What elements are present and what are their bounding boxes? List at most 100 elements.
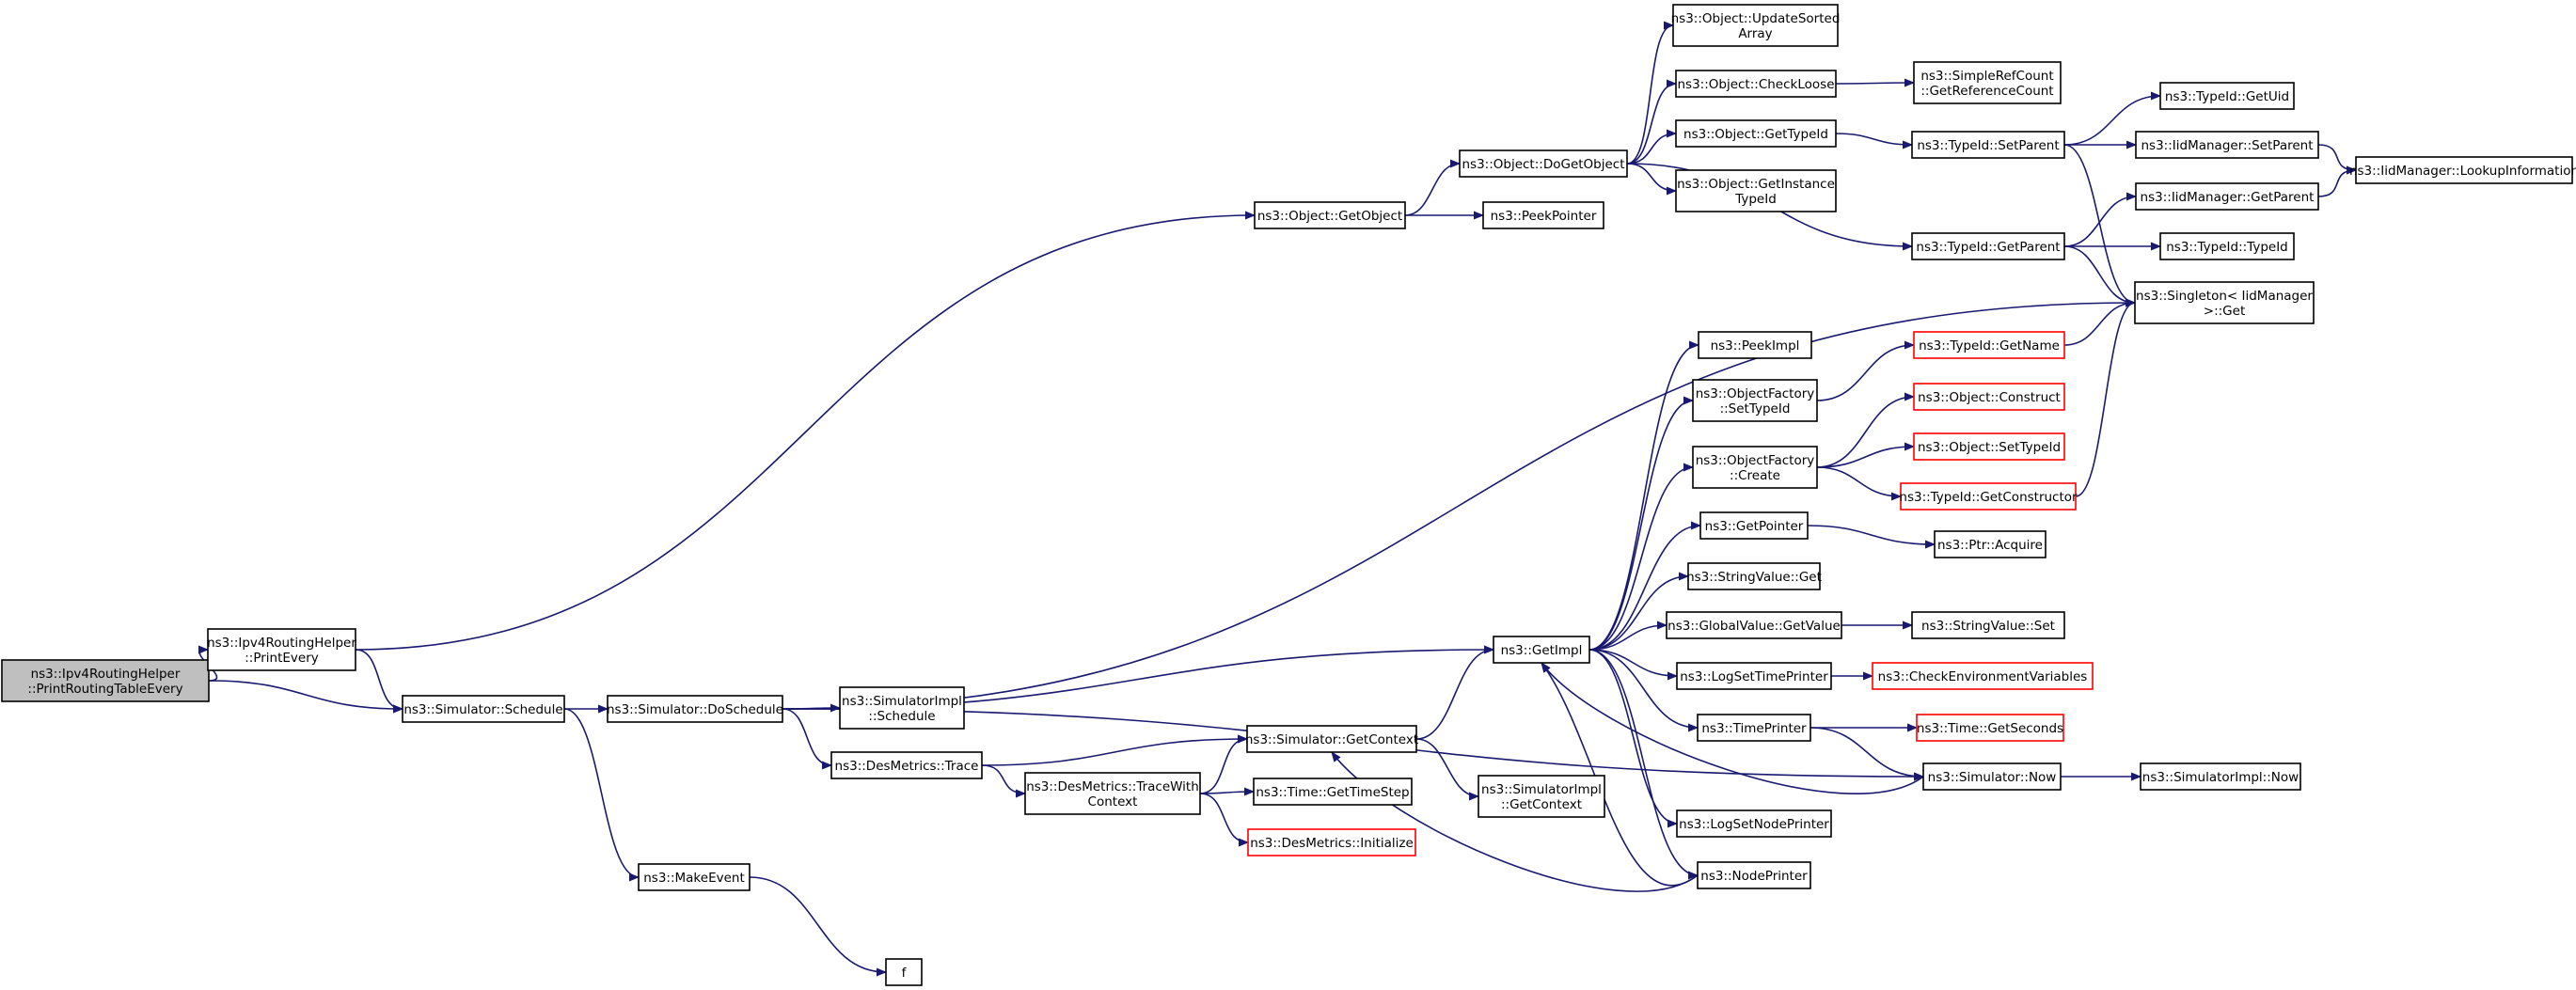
node-logSetNodePrinter[interactable]: ns3::LogSetNodePrinter — [1676, 809, 1832, 838]
node-makeEvent[interactable]: ns3::MakeEvent — [638, 863, 751, 891]
node-getObject[interactable]: ns3::Object::GetObject — [1254, 201, 1406, 229]
node-objGetTypeId[interactable]: ns3::Object::GetTypeId — [1675, 119, 1837, 148]
node-typeIdGetParent[interactable]: ns3::TypeId::GetParent — [1911, 232, 2065, 260]
node-logSetTimePrinter[interactable]: ns3::LogSetTimePrinter — [1676, 662, 1832, 690]
node-box — [1478, 775, 1605, 818]
node-f[interactable]: f — [885, 958, 923, 986]
node-box — [1900, 482, 2077, 511]
edge-printEvery-to-schedule — [355, 649, 404, 714]
node-getConstructor[interactable]: ns3::TypeId::GetConstructor — [1899, 482, 2078, 511]
node-box — [1459, 149, 1628, 178]
node-strValSet[interactable]: ns3::StringValue::Set — [1911, 611, 2065, 639]
node-typeIdSetParent[interactable]: ns3::TypeId::SetParent — [1911, 131, 2065, 159]
node-label: ns3::IidManager::GetParent — [2141, 190, 2315, 205]
node-ptrAcquire[interactable]: ns3::Ptr::Acquire — [1934, 530, 2047, 558]
node-simGetContext[interactable]: ns3::Simulator::GetContext — [1245, 725, 1418, 753]
node-label: >::Get — [2204, 304, 2245, 319]
node-box — [1676, 809, 1832, 838]
edge-line — [1415, 645, 1495, 740]
node-objConstruct[interactable]: ns3::Object::Construct — [1913, 383, 2065, 411]
node-simImplSchedule[interactable]: ns3::SimulatorImpl::Schedule — [839, 686, 965, 730]
node-box — [2135, 131, 2319, 159]
node-getUid[interactable]: ns3::TypeId::GetUid — [2159, 82, 2295, 110]
node-doSchedule[interactable]: ns3::Simulator::DoSchedule — [607, 695, 783, 723]
node-box — [1666, 611, 1842, 639]
node-strValGet[interactable]: ns3::StringValue::Get — [1686, 562, 1822, 590]
node-singletonGet[interactable]: ns3::Singleton< IidManager >::Get — [2134, 281, 2315, 324]
node-desTrace[interactable]: ns3::DesMetrics::Trace — [830, 751, 983, 779]
node-simImplGetContext[interactable]: ns3::SimulatorImpl::GetContext — [1478, 775, 1605, 818]
node-box — [607, 695, 783, 723]
node-checkEnv[interactable]: ns3::CheckEnvironmentVariables — [1872, 662, 2094, 690]
node-label: ns3::GlobalValue::GetValue — [1667, 619, 1841, 634]
node-label: ns3::SimpleRefCount — [1920, 69, 2053, 84]
node-label: ns3::TypeId::GetName — [1919, 338, 2060, 354]
node-objSetTypeId[interactable]: ns3::Object::SetTypeId — [1913, 432, 2065, 461]
node-getTimeStep[interactable]: ns3::Time::GetTimeStep — [1253, 778, 1413, 806]
node-box — [2159, 232, 2295, 260]
edge-getObject-to-doGetObject — [1404, 159, 1462, 216]
edge-typeIdGetParent-to-iidGetParent — [2063, 192, 2138, 247]
node-lookupInfo[interactable]: ns3::IidManager::LookupInformation — [2349, 156, 2576, 184]
node-label: ::Create — [1730, 468, 1780, 483]
edge-line — [1816, 466, 1903, 501]
node-label: ns3::Object::CheckLoose — [1677, 77, 1834, 92]
node-getRefCount[interactable]: ns3::SimpleRefCount::GetReferenceCount — [1913, 61, 2062, 104]
node-box — [885, 958, 923, 986]
edge-printEvery-to-getObject — [355, 211, 1256, 651]
edge-doGetObject-to-checkLoose — [1626, 79, 1678, 165]
node-getSeconds[interactable]: ns3::Time::GetSeconds — [1916, 714, 2064, 742]
node-label: Context — [1088, 794, 1138, 809]
node-iidSetParent[interactable]: ns3::IidManager::SetParent — [2135, 131, 2319, 159]
node-getName[interactable]: ns3::TypeId::GetName — [1913, 331, 2065, 359]
node-printEvery[interactable]: ns3::Ipv4RoutingHelper::PrintEvery — [207, 628, 356, 671]
node-box — [2140, 762, 2301, 791]
edge-line — [1541, 662, 1699, 887]
node-label: ns3::Object::GetTypeId — [1683, 127, 1828, 142]
node-box — [1698, 331, 1812, 359]
edge-line — [1588, 621, 1668, 651]
node-checkLoose[interactable]: ns3::Object::CheckLoose — [1675, 70, 1837, 98]
node-root: ns3::Ipv4RoutingHelper::PrintRoutingTabl… — [1, 659, 210, 702]
node-label: ::PrintEvery — [245, 651, 319, 666]
edge-getImpl-to-getPointer — [1588, 521, 1702, 651]
node-peekPointer[interactable]: ns3::PeekPointer — [1482, 201, 1604, 229]
node-nodePrinter[interactable]: ns3::NodePrinter — [1697, 861, 1811, 889]
node-doGetObject[interactable]: ns3::Object::DoGetObject — [1459, 149, 1628, 178]
node-gvGetValue[interactable]: ns3::GlobalValue::GetValue — [1666, 611, 1842, 639]
node-getPointer[interactable]: ns3::GetPointer — [1699, 511, 1809, 540]
node-box — [638, 863, 751, 891]
node-simImplNow[interactable]: ns3::SimulatorImpl::Now — [2140, 762, 2301, 791]
node-iidGetParent[interactable]: ns3::IidManager::GetParent — [2135, 182, 2319, 211]
edge-line — [1816, 392, 1916, 468]
node-box — [1672, 4, 1839, 47]
edge-getImpl-to-gvGetValue — [1588, 621, 1668, 651]
node-getImpl[interactable]: ns3::GetImpl — [1493, 636, 1590, 664]
node-schedule[interactable]: ns3::Simulator::Schedule — [402, 695, 565, 723]
node-label: ns3::Object::SetTypeId — [1918, 440, 2061, 455]
edge-traceWithContext-to-getTimeStep — [1199, 787, 1256, 796]
node-box — [1675, 70, 1837, 98]
node-simNow[interactable]: ns3::Simulator::Now — [1922, 762, 2062, 791]
node-box — [2355, 156, 2573, 184]
node-typeIdTypeId[interactable]: ns3::TypeId::TypeId — [2159, 232, 2295, 260]
edge-doSchedule-to-desTrace — [782, 708, 833, 770]
node-ofSetTypeId[interactable]: ns3::ObjectFactory::SetTypeId — [1692, 379, 1818, 422]
node-timePrinter[interactable]: ns3::TimePrinter — [1697, 714, 1811, 742]
edge-line — [1588, 463, 1695, 651]
node-label: ns3::PeekImpl — [1711, 338, 1800, 354]
node-label: ns3::Simulator::Now — [1928, 770, 2057, 785]
node-label: ns3::Ipv4RoutingHelper — [31, 667, 181, 682]
node-peekImpl[interactable]: ns3::PeekImpl — [1698, 331, 1812, 359]
node-box — [1676, 662, 1832, 690]
node-label: ::PrintRoutingTableEvery — [27, 682, 182, 697]
edge-getConstructor-to-singletonGet — [2075, 298, 2137, 497]
node-desInitialize[interactable]: ns3::DesMetrics::Initialize — [1247, 828, 1416, 856]
node-box — [2134, 281, 2315, 324]
edge-desTrace-to-traceWithContext — [981, 764, 1027, 798]
node-ofCreate[interactable]: ns3::ObjectFactory::Create — [1692, 446, 1818, 489]
node-label: ns3::NodePrinter — [1700, 869, 1808, 884]
